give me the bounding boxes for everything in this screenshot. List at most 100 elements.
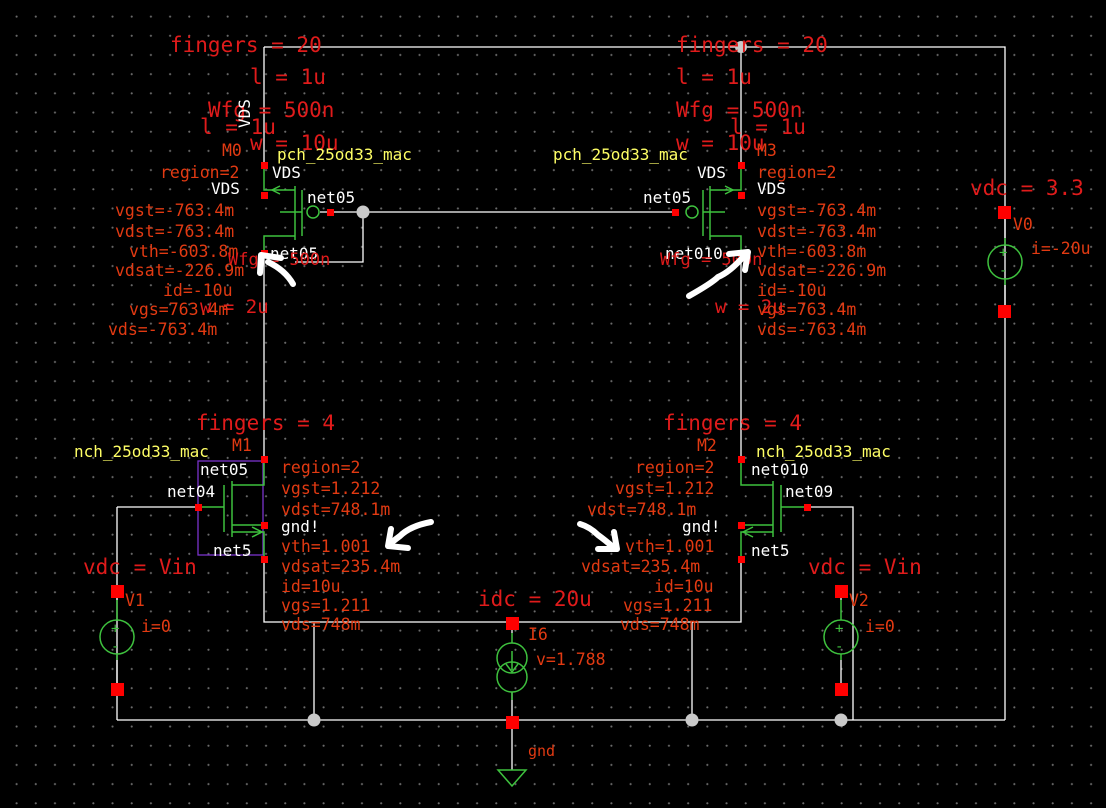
m1-fingers: fingers = 4 <box>196 411 335 435</box>
m1-instance: M1 <box>232 436 252 455</box>
i6-instance: I6 <box>528 625 548 644</box>
v2-param: vdc = Vin <box>808 555 922 579</box>
m2-vds: vds=748m <box>620 615 700 634</box>
m1-vth: vth=1.001 <box>281 537 370 556</box>
arrow-m1-annotation <box>385 519 434 551</box>
m0-vds-rotated: VDS <box>235 99 254 128</box>
svg-text:-: - <box>999 263 1007 279</box>
m3-vdsat: vdsat=-226.9m <box>757 261 886 280</box>
m0-region: region=2 <box>160 163 239 182</box>
m2-vdsat: vdsat=235.4m <box>581 557 700 576</box>
vsource-v1-symbol[interactable]: + - <box>99 600 135 660</box>
m2-labels: fingers = 4 M2 nch_25od33_mac net010 reg… <box>581 411 891 634</box>
m0-pin-vds: VDS <box>272 163 301 182</box>
m2-model: nch_25od33_mac <box>756 442 891 461</box>
v0-instance: V0 <box>1013 215 1033 234</box>
svg-text:+: + <box>111 621 119 637</box>
m3-w2: w = 10u <box>676 131 765 155</box>
v2-current: i=0 <box>865 617 895 636</box>
m2-vgst: vgst=1.212 <box>615 479 714 498</box>
m0-l: l = 1u <box>250 65 326 89</box>
transistor-m3-symbol[interactable] <box>685 166 742 254</box>
m3-fingers: fingers = 20 <box>676 33 828 57</box>
v2-instance: V2 <box>849 591 869 610</box>
v0-current: i=-20u <box>1031 239 1091 258</box>
v0-param: vdc = 3.3 <box>970 176 1084 200</box>
m3-pin-vds: VDS <box>697 163 726 182</box>
m1-net-drain: net05 <box>200 460 248 479</box>
m1-region: region=2 <box>281 458 360 477</box>
m2-net-drain: net010 <box>751 460 809 479</box>
m0-net-src: VDS <box>211 179 240 198</box>
m0-w2: w = 10u <box>250 131 339 155</box>
source-labels: vdc = 3.3 V0 i=-20u vdc = Vin V1 i=0 vdc… <box>83 176 1091 760</box>
m3-region: region=2 <box>757 163 836 182</box>
v1-instance: V1 <box>125 591 145 610</box>
m1-vdst: vdst=748.1m <box>281 500 390 519</box>
m1-vgs: vgs=1.211 <box>281 596 370 615</box>
m2-vgs: vgs=1.211 <box>623 596 712 615</box>
m0-vds: vds=-763.4m <box>108 320 217 339</box>
arrow-m2-annotation <box>577 521 620 552</box>
m3-vgst: vgst=-763.4m <box>757 201 876 220</box>
m1-vdsat: vdsat=235.4m <box>281 557 400 576</box>
m0-wfg: Wfg = 500n <box>208 98 334 122</box>
m0-vdst: vdst=-763.4m <box>115 222 234 241</box>
m3-id: id=-10u <box>757 281 827 300</box>
m0-w-low: w = 2u <box>200 296 269 318</box>
m1-id: id=10u <box>281 577 341 596</box>
m3-wfg: Wfg = 500n <box>676 98 802 122</box>
m3-labels: fingers = 20 l = 1u Wfg = 500n l = 1u w … <box>553 33 886 339</box>
junction-dots <box>307 41 848 727</box>
arrow-m3-annotation <box>686 249 751 299</box>
m0-fingers: fingers = 20 <box>170 33 322 57</box>
m1-vds: vds=748m <box>281 615 361 634</box>
m2-vth: vth=1.001 <box>625 537 714 556</box>
m0-vgs: vgs=763.4m <box>129 300 228 319</box>
m1-vgst: vgst=1.212 <box>281 479 380 498</box>
m3-net-gate: net05 <box>643 188 691 207</box>
m1-net-src: net5 <box>213 541 252 560</box>
m0-l2: l = 1u <box>200 115 276 139</box>
ground-label: gnd <box>528 742 555 760</box>
m0-labels: fingers = 20 l = 1u Wfg = 500n VDS l = 1… <box>108 33 412 339</box>
m3-net-drain: net010 <box>665 244 723 263</box>
m1-labels: fingers = 4 M1 nch_25od33_mac net05 regi… <box>74 411 400 634</box>
svg-text:+: + <box>835 621 843 637</box>
m3-l: l = 1u <box>676 65 752 89</box>
m2-net-bulk: gnd! <box>682 517 721 536</box>
m2-instance: M2 <box>697 436 717 455</box>
m3-vgs: vgs=763.4m <box>757 300 856 319</box>
m2-net-src: net5 <box>751 541 790 560</box>
m0-id: id=-10u <box>163 281 233 300</box>
m2-vdst: vdst=748.1m <box>587 500 696 519</box>
m3-l2: l = 1u <box>730 115 806 139</box>
ground-symbol[interactable] <box>496 769 528 788</box>
m3-model: pch_25od33_mac <box>553 145 688 164</box>
m3-vds: vds=-763.4m <box>757 320 866 339</box>
m3-w-low: w = 2u <box>715 296 784 318</box>
svg-text:-: - <box>111 639 119 655</box>
transistor-m2-symbol[interactable] <box>740 460 808 560</box>
m0-model: pch_25od33_mac <box>277 145 412 164</box>
m0-net-gate: net05 <box>307 188 355 207</box>
v1-current: i=0 <box>141 617 171 636</box>
vsource-v2-symbol[interactable]: + - <box>823 600 859 660</box>
m3-vth: vth=-603.8m <box>757 242 866 261</box>
isource-i6-symbol[interactable] <box>496 633 528 700</box>
arrow-m0-annotation <box>257 252 296 287</box>
m3-instance: M3 <box>757 141 777 160</box>
v1-param: vdc = Vin <box>83 555 197 579</box>
m2-fingers: fingers = 4 <box>663 411 802 435</box>
vsource-v0-symbol[interactable]: + - <box>987 238 1023 285</box>
i6-voltage: v=1.788 <box>536 650 606 669</box>
annotation-arrows <box>257 249 751 552</box>
svg-text:+: + <box>999 245 1007 261</box>
m1-model: nch_25od33_mac <box>74 442 209 461</box>
m0-vth: vth=-603.8m <box>129 242 238 261</box>
svg-text:-: - <box>835 639 843 655</box>
wires[interactable] <box>116 46 1006 770</box>
transistor-m0-symbol[interactable] <box>263 166 320 254</box>
